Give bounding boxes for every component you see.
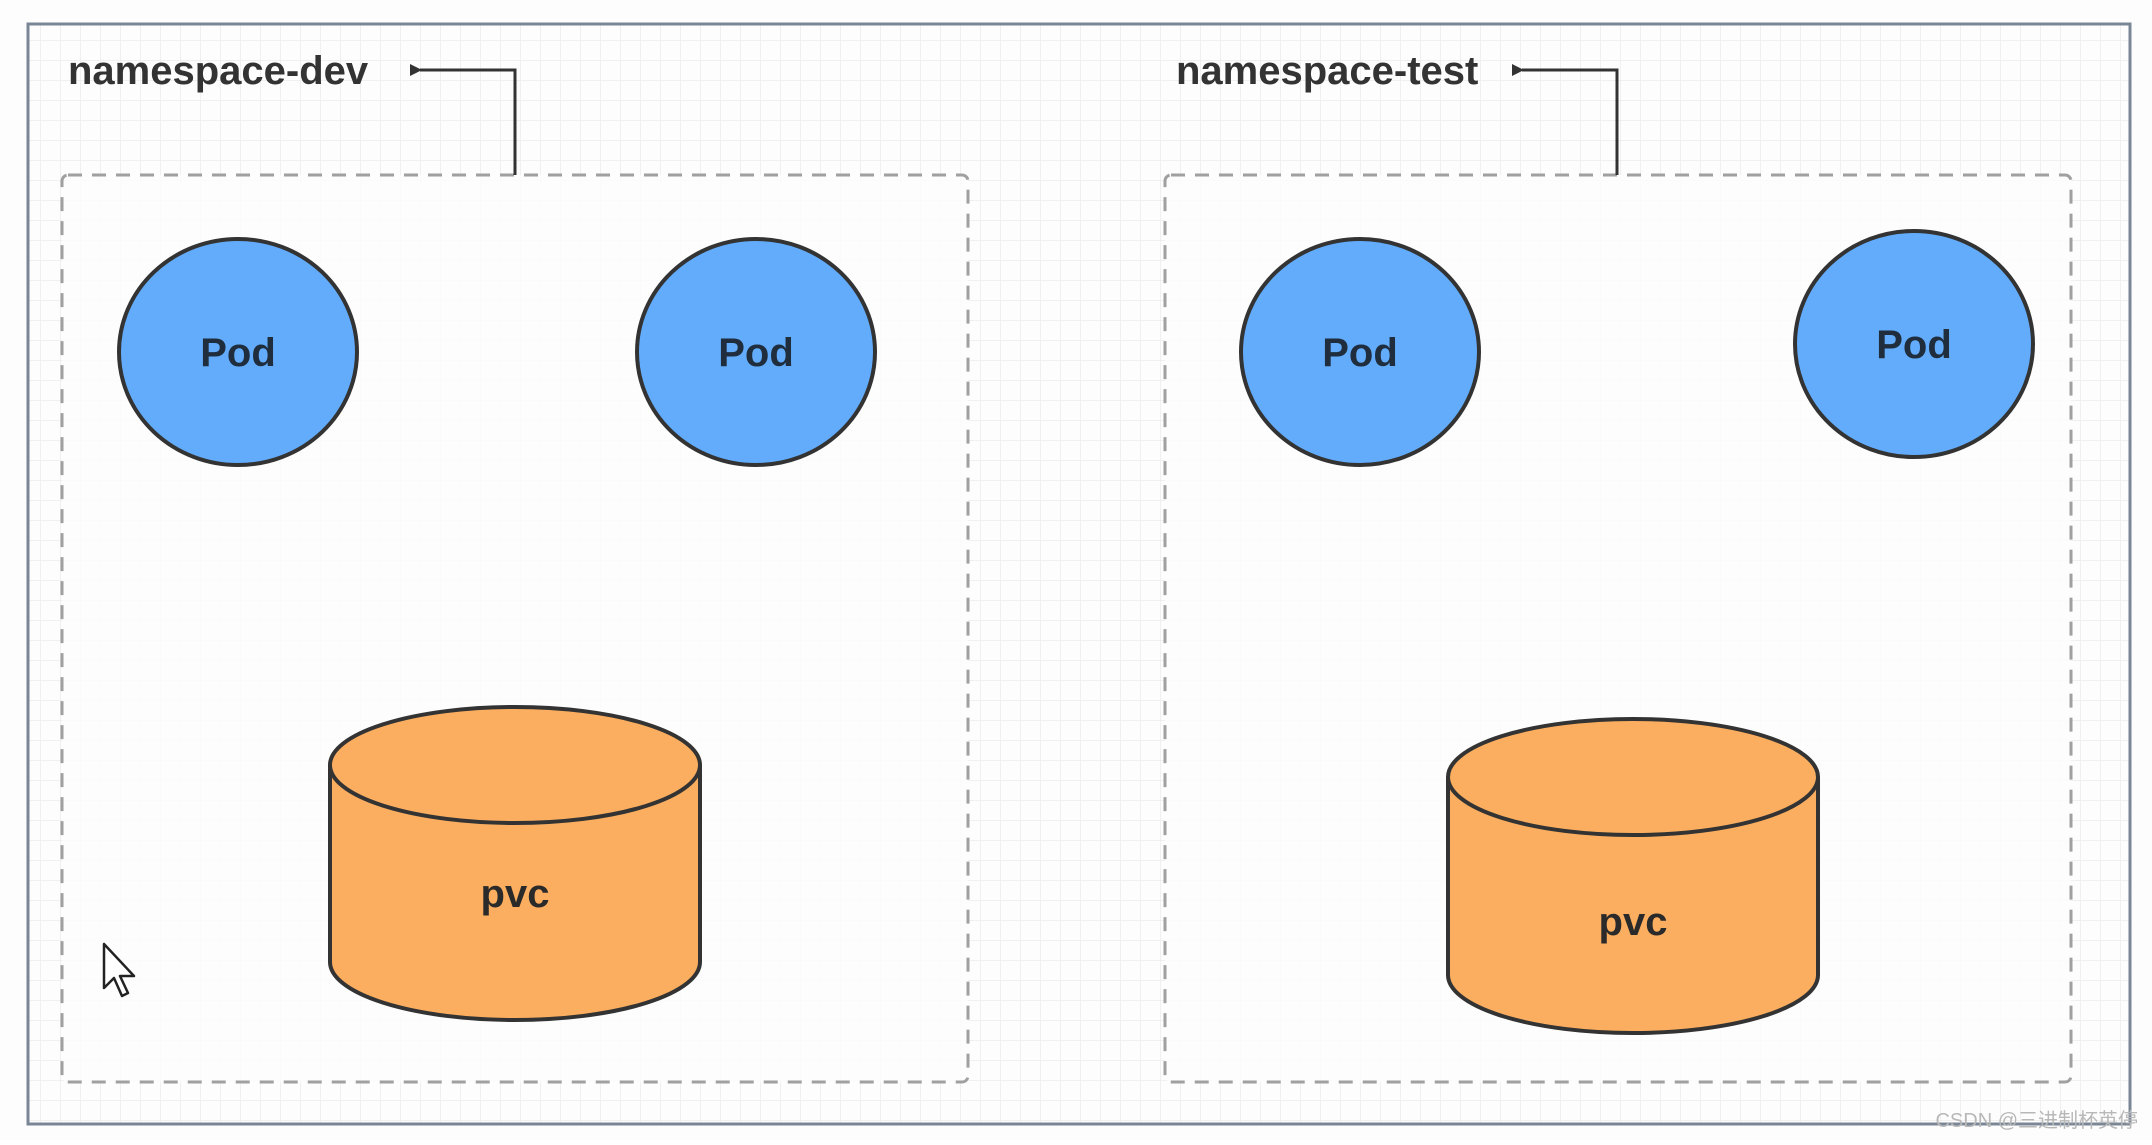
pod-test-2: Pod xyxy=(1793,229,2035,459)
pvc-cylinder-top xyxy=(328,705,702,825)
pod-circle xyxy=(635,237,877,467)
namespace-dev-group: namespace-dev Pod Pod pvc xyxy=(60,49,970,1084)
pvc-cylinder-top xyxy=(1446,717,1820,837)
pod-dev-1: Pod xyxy=(117,237,359,467)
pvc-dev: pvc xyxy=(328,705,702,1022)
namespace-dev-label: namespace-dev xyxy=(68,49,369,93)
pod-label: Pod xyxy=(1322,331,1398,375)
pvc-test: pvc xyxy=(1446,717,1820,1035)
outer-frame xyxy=(26,22,2132,1126)
pod-circle xyxy=(1239,237,1481,467)
mouse-pointer-icon xyxy=(102,942,136,998)
pvc-cylinder-body xyxy=(328,765,702,1022)
namespace-test-arrow xyxy=(1512,64,1619,175)
pvc-label: pvc xyxy=(1599,900,1668,944)
pod-circle xyxy=(1793,229,2035,459)
pvc-cylinder-body xyxy=(1446,777,1820,1035)
namespace-dev-arrow xyxy=(410,64,517,175)
pod-test-1: Pod xyxy=(1239,237,1481,467)
pod-label: Pod xyxy=(1876,323,1952,367)
namespace-test-label: namespace-test xyxy=(1176,49,1478,93)
watermark-text: CSDN @三进制杯英停 xyxy=(1935,1109,2138,1132)
pod-label: Pod xyxy=(718,331,794,375)
pvc-label: pvc xyxy=(481,872,550,916)
pod-dev-2: Pod xyxy=(635,237,877,467)
namespace-test-group: namespace-test Pod Pod pvc xyxy=(1163,49,2073,1084)
pod-circle xyxy=(117,237,359,467)
pod-label: Pod xyxy=(200,331,276,375)
